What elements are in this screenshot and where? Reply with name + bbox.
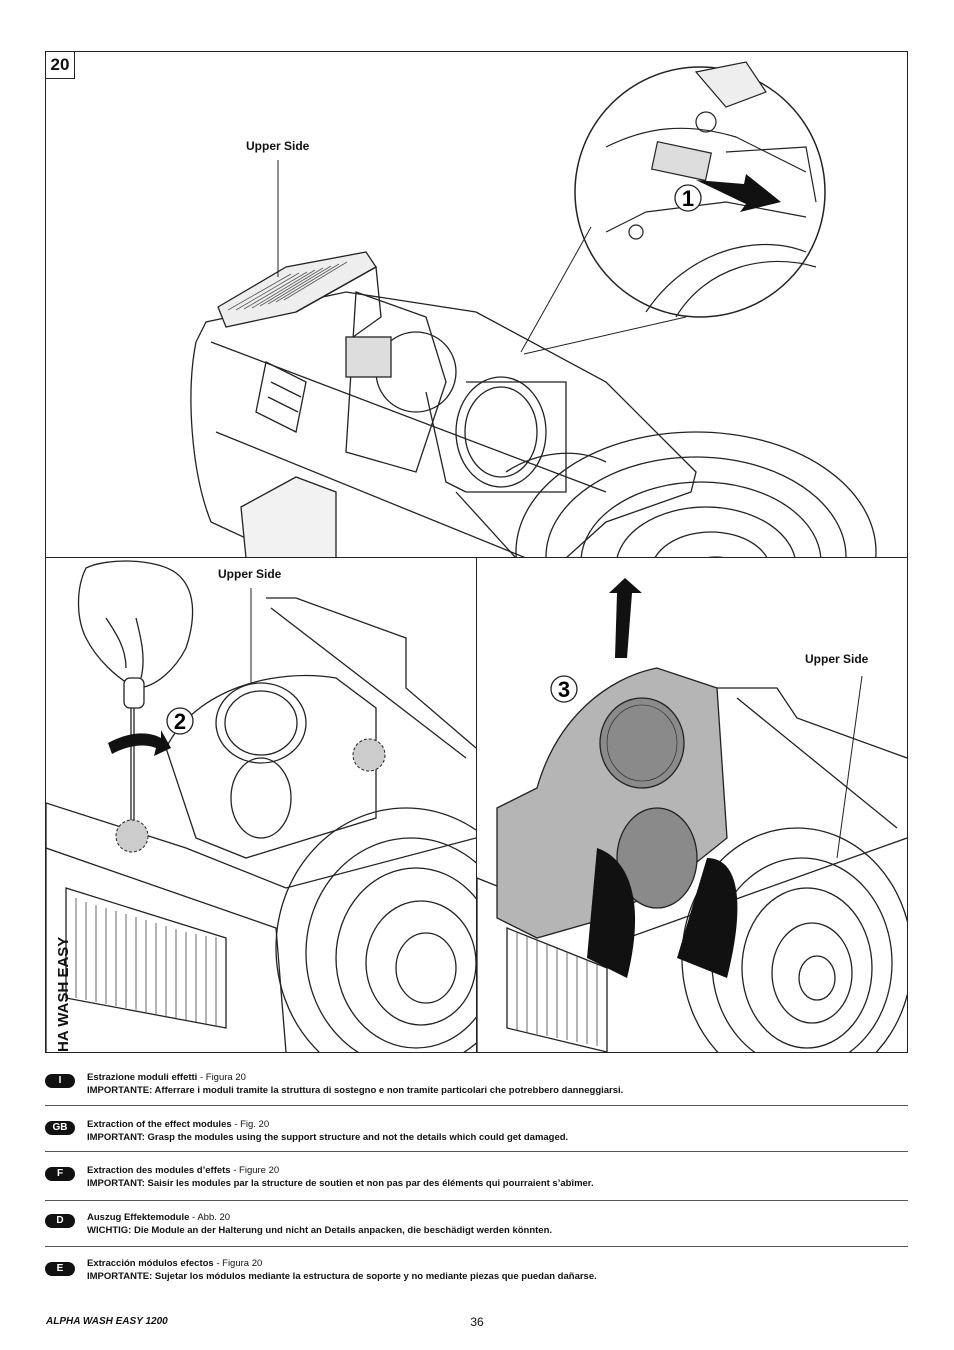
panel-left: 2 HA WASH EASY Upper Side	[46, 558, 477, 1052]
top-illustration: 1	[190, 61, 877, 557]
lang-text-fr: Extraction des modules d’effets - Figure…	[87, 1164, 594, 1190]
upper-side-label-top: Upper Side	[246, 139, 310, 153]
figure-frame: 20	[45, 51, 908, 1053]
lang-ref-es: - Figura 20	[213, 1258, 263, 1269]
lang-row-gb: GB Extraction of the effect modules - Fi…	[45, 1114, 908, 1152]
lang-ref-gb: - Fig. 20	[231, 1119, 270, 1130]
lang-badge-fr: F	[45, 1167, 75, 1181]
step-2-number: 2	[174, 709, 186, 734]
lang-note-fr: IMPORTANT: Saisir les modules par la str…	[87, 1178, 594, 1189]
figure-number: 20	[46, 52, 75, 79]
lang-ref-it: - Figura 20	[197, 1072, 246, 1083]
right-illustration: 3	[477, 578, 907, 1052]
step-3-number: 3	[558, 677, 570, 702]
lang-row-es: E Extracción módulos efectos - Figura 20…	[45, 1253, 908, 1289]
lang-note-gb: IMPORTANT: Grasp the modules using the s…	[87, 1132, 569, 1143]
lang-title-es: Extracción módulos efectos	[87, 1258, 214, 1269]
lang-badge-de: D	[45, 1214, 75, 1228]
lang-note-es: IMPORTANTE: Sujetar los módulos mediante…	[87, 1271, 597, 1282]
panel-right: 3 Upper Side	[477, 558, 907, 1052]
lang-row-it: I Estrazione moduli effetti - Figura 20 …	[45, 1068, 908, 1106]
lang-ref-fr: - Figure 20	[230, 1165, 280, 1176]
left-illustration: 2 HA WASH EASY	[46, 560, 476, 1052]
lang-text-de: Auszug Effektemodule - Abb. 20 WICHTIG: …	[87, 1211, 552, 1237]
upper-side-label-right: Upper Side	[805, 652, 869, 666]
page-number: 36	[470, 1315, 484, 1329]
lang-badge-gb: GB	[45, 1121, 75, 1135]
panel-top: 1 Upper Side	[46, 52, 907, 558]
footer-model: ALPHA WASH EASY 1200	[46, 1316, 168, 1327]
lang-note-it: IMPORTANTE: Afferrare i moduli tramite l…	[87, 1085, 624, 1096]
step-1-number: 1	[682, 186, 694, 211]
lang-title-fr: Extraction des modules d’effets	[87, 1165, 231, 1176]
lang-text-es: Extracción módulos efectos - Figura 20 I…	[87, 1257, 597, 1283]
lang-row-fr: F Extraction des modules d’effets - Figu…	[45, 1160, 908, 1201]
lang-text-it: Estrazione moduli effetti - Figura 20 IM…	[87, 1071, 623, 1097]
lang-badge-es: E	[45, 1262, 75, 1276]
fixture-lettering: HA WASH EASY	[55, 937, 72, 1052]
upper-side-label-left: Upper Side	[218, 567, 282, 581]
lang-badge-it: I	[45, 1074, 75, 1088]
lang-row-de: D Auszug Effektemodule - Abb. 20 WICHTIG…	[45, 1206, 908, 1247]
lang-note-de: WICHTIG: Die Module an der Halterung und…	[87, 1225, 553, 1236]
lang-title-gb: Extraction of the effect modules	[87, 1119, 232, 1130]
lang-text-gb: Extraction of the effect modules - Fig. …	[87, 1118, 568, 1144]
lang-title-it: Estrazione moduli effetti	[87, 1072, 198, 1083]
lang-ref-de: - Abb. 20	[189, 1212, 231, 1223]
lang-title-de: Auszug Effektemodule	[87, 1212, 190, 1223]
